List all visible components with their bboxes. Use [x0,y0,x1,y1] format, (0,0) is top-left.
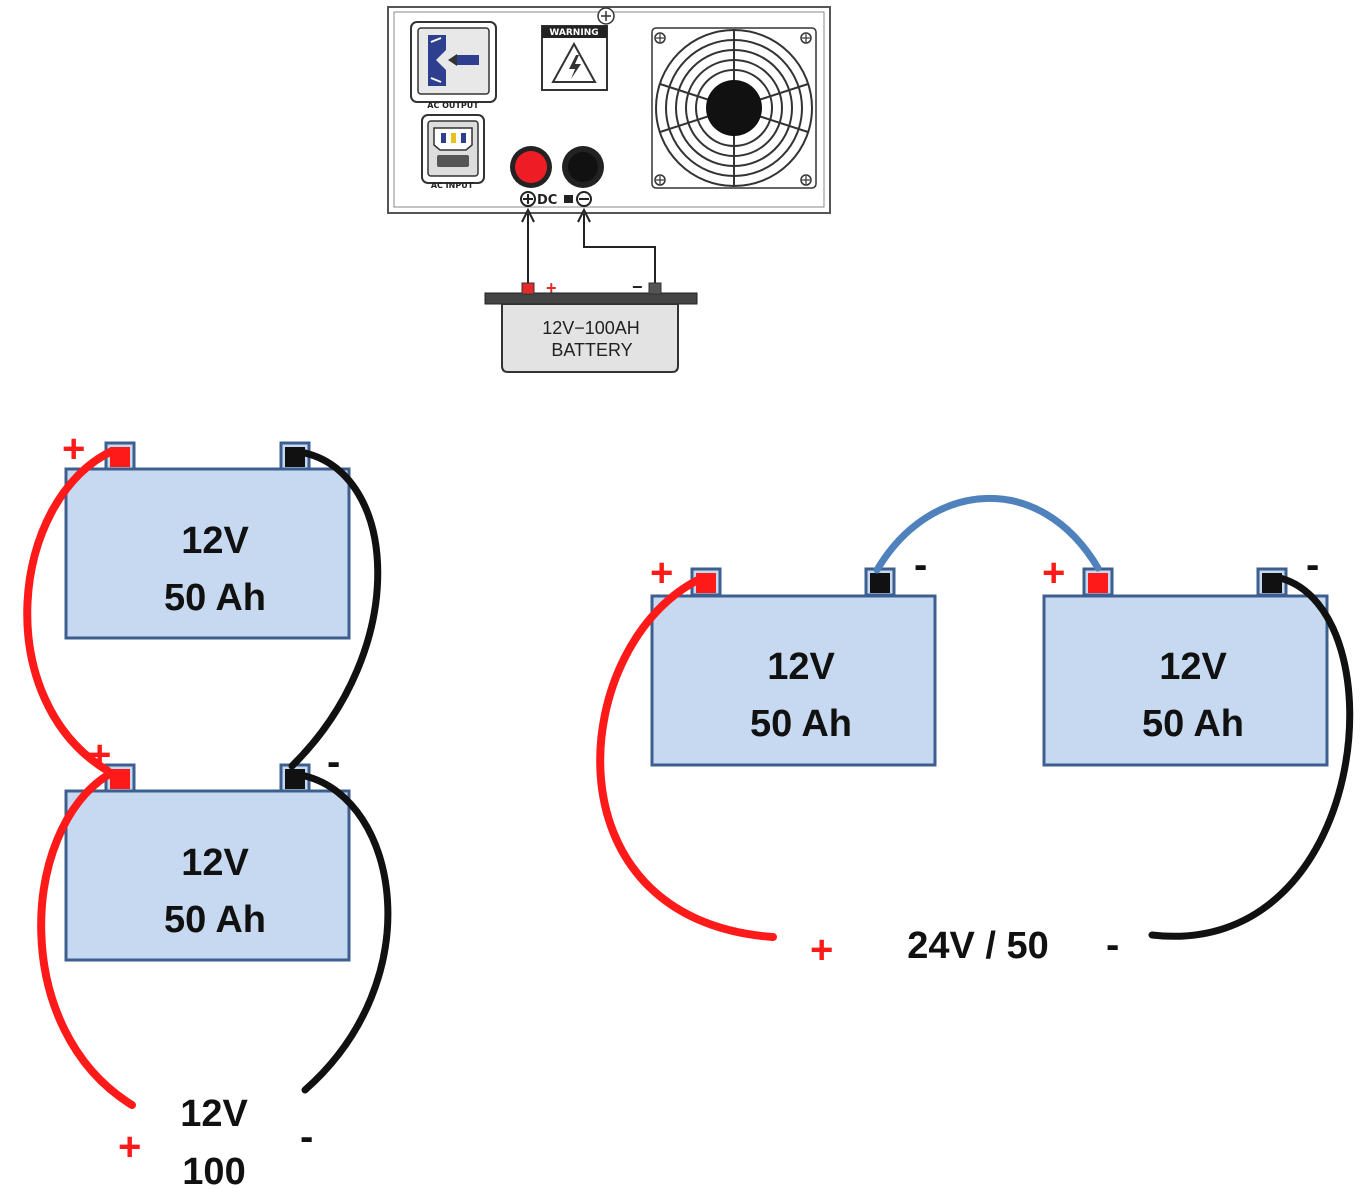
negative-jumper-wire [288,448,382,770]
battery-capacity: 50 Ah [1142,703,1244,745]
battery-negative-post [648,282,662,295]
battery-voltage: 12V [767,646,835,688]
dc-negative-terminal [562,146,604,188]
positive-output-wire [596,574,777,941]
negative-output-wire [301,772,392,1094]
ac-input-socket: AC INPUT [421,114,485,190]
minus-sign: - [1106,923,1119,967]
positive-output-wire [37,771,136,1109]
parallel-result-capacity: 100 [182,1151,245,1189]
series-battery-1: 12V 50 Ah [650,567,937,767]
minus-sign: - [327,740,340,784]
plus-sign: + [88,733,111,777]
plus-sign: + [650,551,673,595]
parallel-battery-2: 12V 50 Ah [64,763,351,962]
parallel-result-voltage: 12V [180,1093,248,1135]
battery-voltage: 12V [181,842,249,884]
series-connection-diagram: 12V 50 Ah 12V 50 Ah + - + - + - 24V / 50 [596,494,1354,972]
dc-label: DC [537,193,557,208]
battery-capacity: 50 Ah [164,577,266,619]
battery-100ah: + − 12V−100AH BATTERY [484,277,698,373]
warning-sticker: WARNING [541,25,608,91]
battery-voltage: 12V [181,520,249,562]
battery-capacity: 50 Ah [750,703,852,745]
screw-icon [597,7,615,25]
ac-output-label: AC OUTPUT [427,101,479,110]
battery-type-label: BATTERY [551,340,632,360]
plus-sign: + [118,1125,141,1169]
inverter-back-panel: AC OUTPUT WARNING [387,6,831,214]
warning-label: WARNING [549,28,598,38]
minus-sign: - [300,1115,313,1159]
cooling-fan-icon [651,27,817,189]
minus-sign: - [914,543,927,587]
positive-jumper-wire [23,447,116,775]
battery-voltage: 12V [1159,646,1227,688]
battery-capacity: 50 Ah [164,899,266,941]
ac-output-socket: AC OUTPUT [410,21,497,110]
plus-sign: + [62,427,85,471]
battery-positive-post [521,282,535,295]
parallel-connection-diagram: 12V 50 Ah 12V 50 Ah + + - + - 12V 100 [23,427,392,1189]
series-result: 24V / 50 [907,925,1049,967]
minus-sign: - [1306,543,1319,587]
battery-rating-label: 12V−100AH [542,318,640,338]
battery-minus-mark: − [632,277,643,297]
parallel-battery-1: 12V 50 Ah [64,441,351,640]
plus-sign: + [810,928,833,972]
negative-output-wire [1148,574,1354,940]
inverter-battery-cables [521,207,656,284]
dc-polarity-markings: DC [520,191,592,208]
high-voltage-icon [551,41,597,83]
series-battery-2: 12V 50 Ah [1042,567,1329,767]
plus-sign: + [1042,551,1065,595]
series-jumper-wire [873,494,1102,574]
battery-plus-mark: + [546,278,557,298]
ac-input-label: AC INPUT [431,181,474,190]
dc-positive-terminal [510,146,552,188]
